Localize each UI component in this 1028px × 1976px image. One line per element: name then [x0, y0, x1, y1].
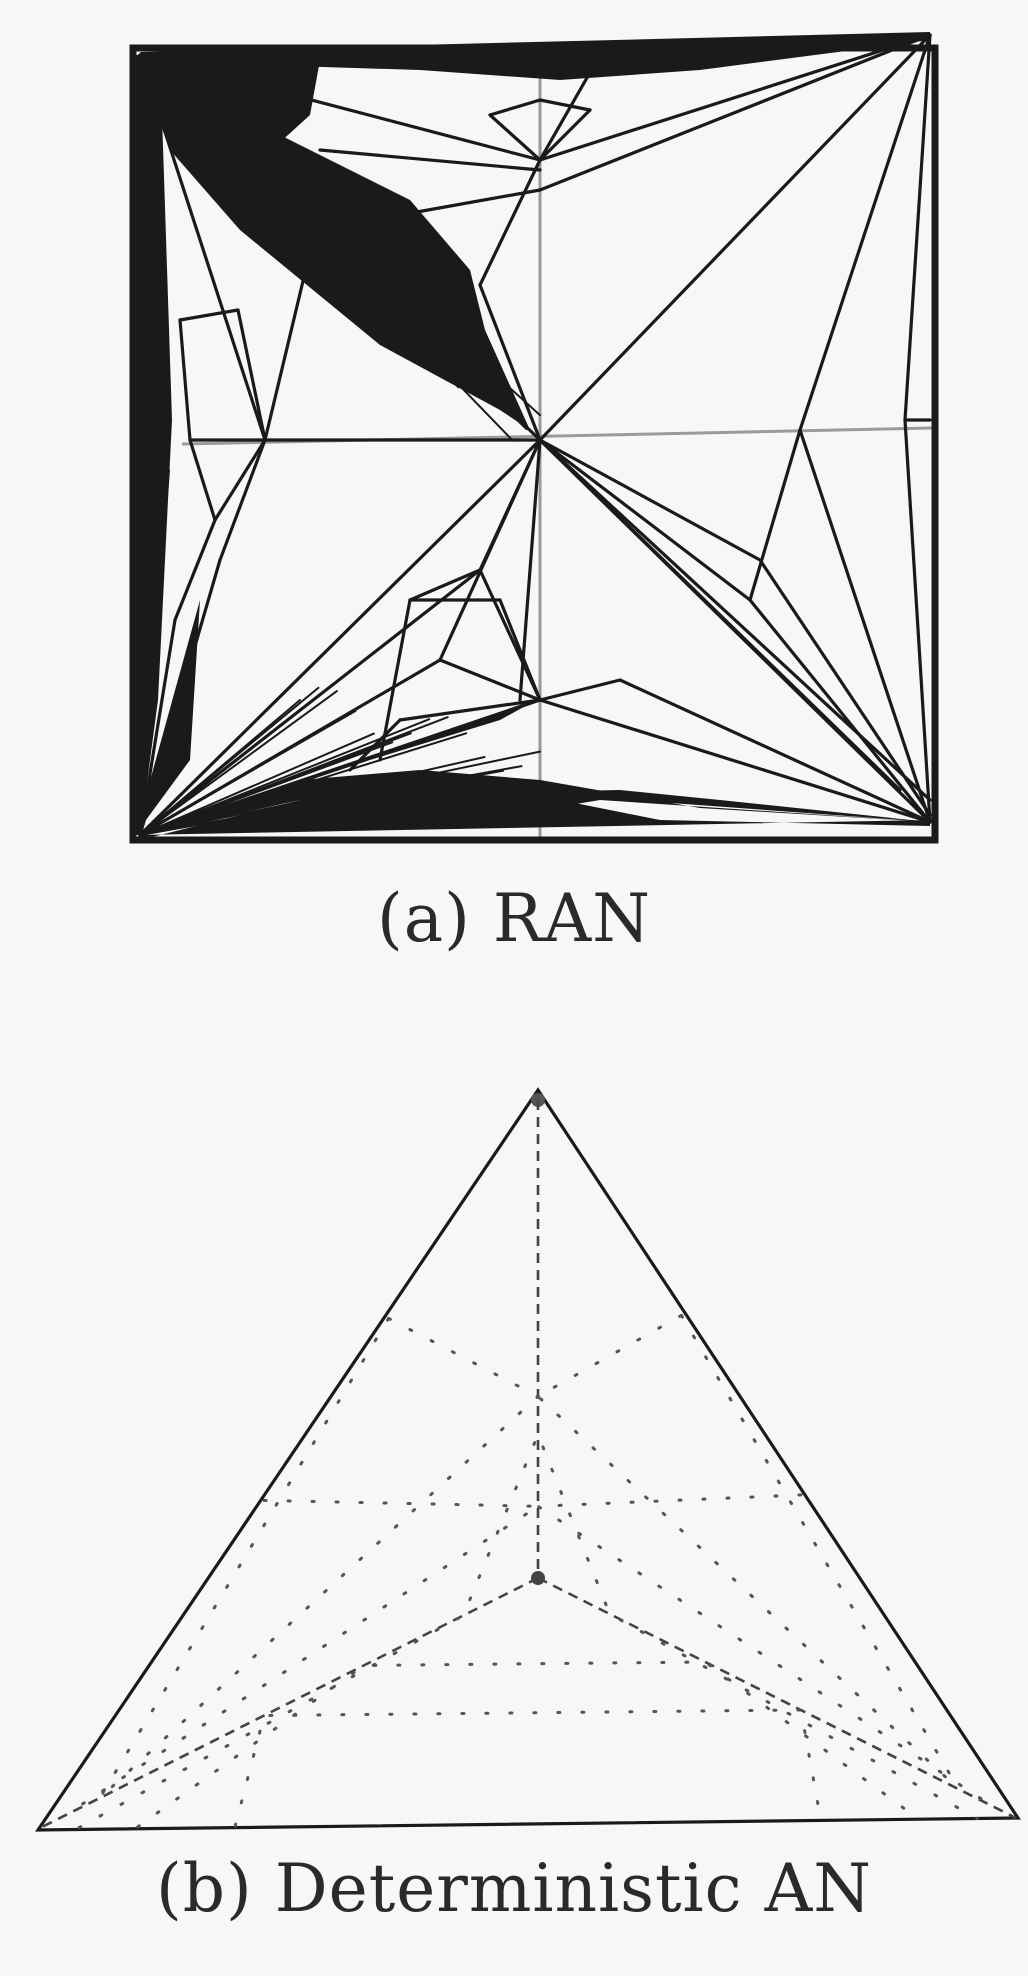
network-edge [798, 33, 932, 432]
network-edge [139, 686, 320, 836]
network-edge [178, 318, 192, 442]
network-edge [538, 108, 592, 162]
network-edge [748, 428, 802, 602]
deterministic-an-diagram [34, 1087, 1021, 1832]
inner-spokes [39, 1100, 1017, 1830]
network-edge [138, 53, 542, 162]
network-edge [139, 710, 357, 836]
network-edge [903, 418, 932, 824]
network-edge [798, 428, 932, 824]
network-edge [748, 598, 932, 824]
network-edge [139, 716, 449, 836]
dotted-path [535, 1313, 961, 1791]
network-edge [438, 438, 542, 662]
network-edge [438, 658, 542, 702]
network-edge [139, 765, 523, 836]
network-edge [398, 698, 542, 722]
network-edge [188, 438, 217, 522]
panel-a-ran: (a) RAN [129, 32, 939, 957]
network-edge [498, 598, 542, 702]
network-edge [173, 518, 217, 622]
network-edge [139, 54, 269, 221]
dotted-path [136, 1660, 920, 1829]
network-edge [138, 53, 267, 442]
network-edge [538, 678, 622, 702]
network-edge [138, 438, 542, 837]
network-edge [538, 438, 752, 602]
network-edge [538, 438, 762, 562]
network-edge [213, 438, 267, 522]
dotted-path [77, 1430, 979, 1830]
network-edge [538, 33, 932, 162]
network-edge [478, 158, 542, 287]
dotted-path [533, 1493, 994, 1808]
ran-network-diagram [129, 32, 939, 844]
network-edge [138, 618, 177, 837]
network-edge [139, 54, 310, 259]
network-edge [139, 732, 375, 836]
network-edge [538, 438, 902, 792]
outer-triangle [34, 1087, 1021, 1832]
dotted-path [98, 1316, 541, 1800]
network-edge [758, 558, 932, 817]
panel-b-caption: (b) Deterministic AN [156, 1850, 872, 1927]
network-edge [236, 308, 267, 442]
network-edge [138, 558, 222, 837]
network-edge [538, 53, 602, 162]
network-edge [538, 438, 932, 802]
network-edge [139, 732, 468, 836]
network-edge [478, 283, 542, 442]
network-edge [139, 54, 541, 417]
network-edge [618, 678, 932, 824]
network-edge [139, 54, 419, 355]
network-edge [218, 438, 267, 562]
network-edge [538, 33, 932, 192]
panel-a-caption: (a) RAN [377, 880, 651, 957]
network-edge [139, 54, 365, 310]
network-edge [488, 113, 542, 162]
network-edge [139, 750, 541, 836]
network-edge [538, 98, 592, 112]
network-edges [138, 33, 932, 837]
network-edge [138, 568, 482, 837]
network-edge [903, 33, 932, 422]
network-edge [139, 690, 338, 836]
network-edge [138, 698, 542, 837]
dotted-subdivision [63, 1313, 994, 1830]
outer-border [129, 44, 939, 844]
network-edge [139, 54, 514, 442]
network-edge [398, 188, 542, 217]
network-edge [538, 698, 932, 824]
dotted-path [233, 1708, 823, 1828]
dotted-path [63, 1498, 543, 1817]
network-edge [488, 98, 542, 117]
network-edge [408, 568, 482, 602]
network-edge [139, 54, 215, 178]
network-edge [143, 328, 167, 442]
network-edge [318, 148, 542, 172]
network-edge [178, 308, 240, 322]
panel-b-deterministic-an: (b) Deterministic AN [0, 1010, 1028, 1976]
network-edge [139, 54, 528, 431]
dotted-path [679, 1313, 961, 1791]
network-edge [538, 33, 932, 442]
